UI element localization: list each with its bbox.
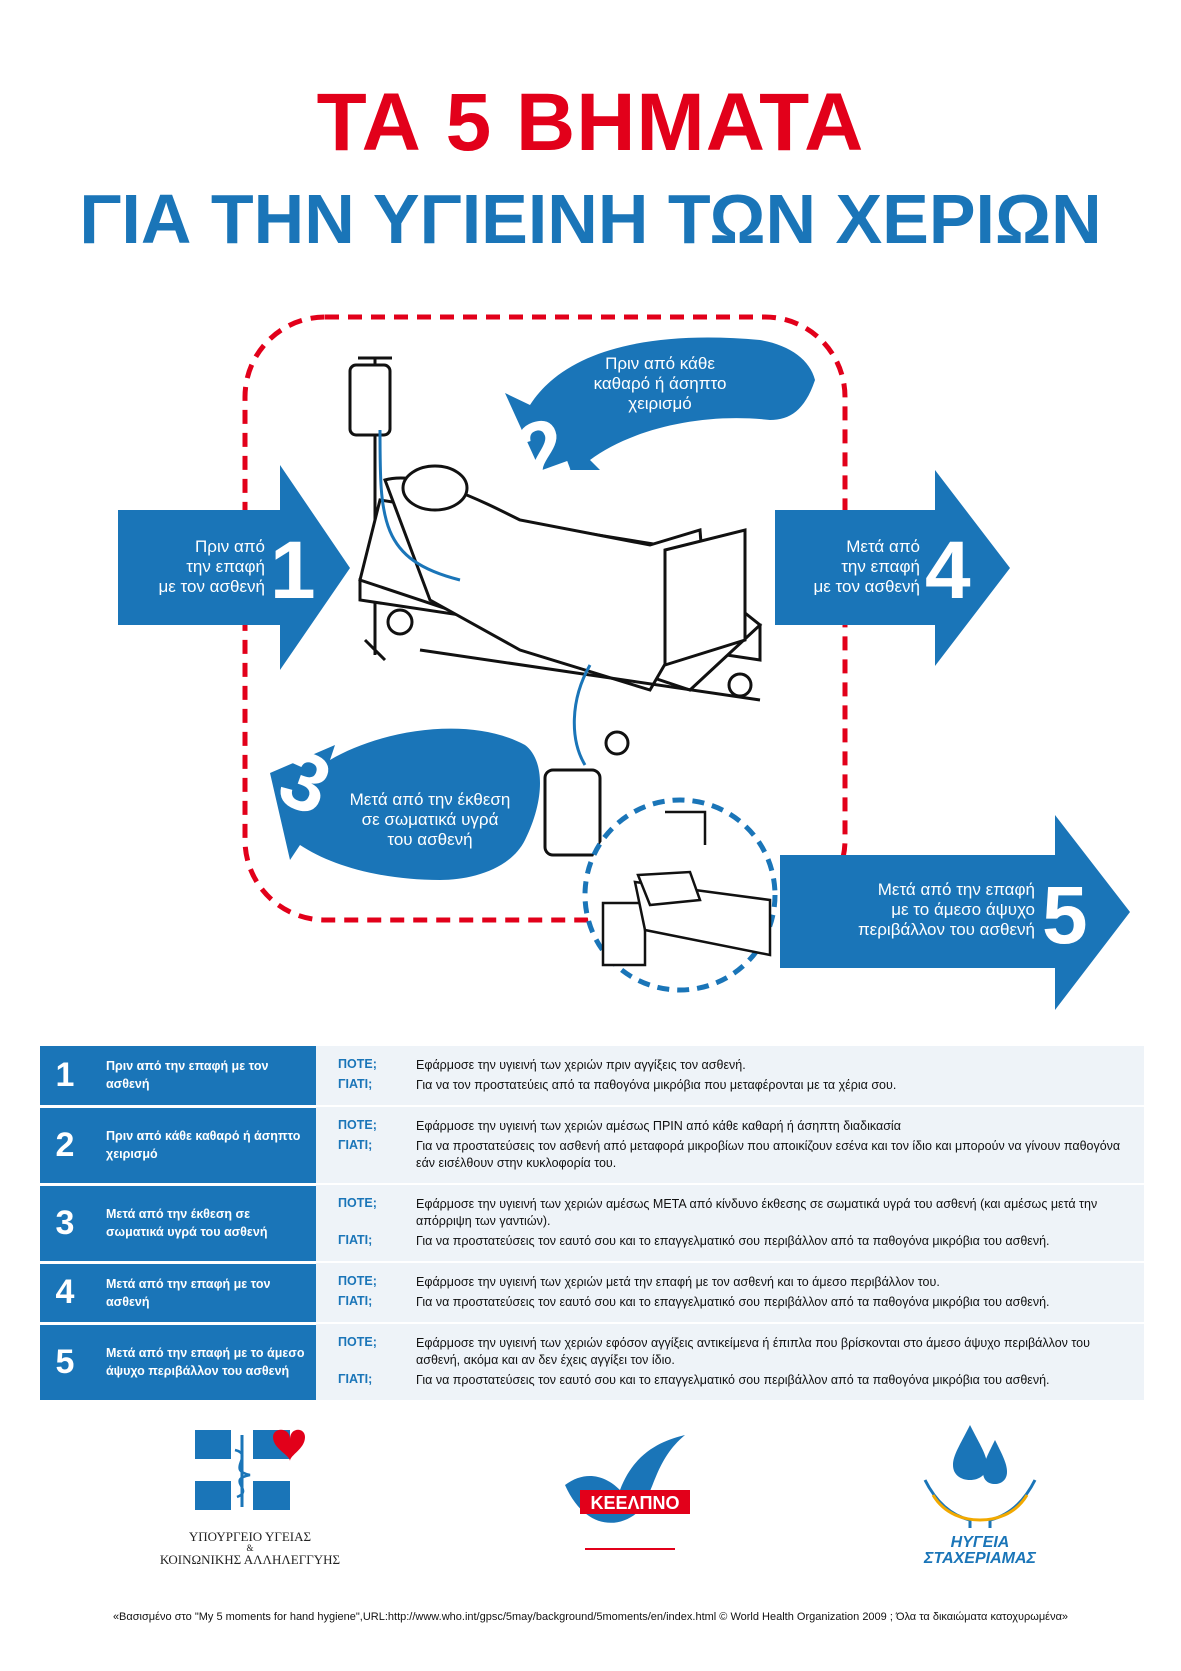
- five-moments-diagram: [118, 314, 1130, 1010]
- step-5-number: 5: [1042, 870, 1088, 961]
- step-4-number: 4: [925, 525, 971, 616]
- row-number: 4: [40, 1262, 90, 1325]
- step-3-label: Μετά από την έκθεση σε σωματικά υγρά του…: [335, 790, 525, 850]
- ministry-line-1: ΥΠΟΥΡΓΕΙΟ ΥΓΕΙΑΣ: [188, 1529, 312, 1544]
- step-1-label: Πριν από την επαφή με τον ασθενή: [150, 537, 265, 597]
- step-2-line-3: χειρισμό: [628, 394, 692, 413]
- step-2-line-1: Πριν από κάθε: [605, 354, 715, 373]
- pote-text: Εφάρμοσε την υγιεινή των χεριών αμέσως Π…: [416, 1119, 901, 1133]
- giati-text: Για να προστατεύσεις τον εαυτό σου και τ…: [416, 1234, 1050, 1248]
- row-number: 3: [40, 1184, 90, 1264]
- step-4-line-1: Μετά από: [846, 537, 920, 556]
- arrow-step-5: [780, 815, 1130, 1010]
- title-line-2: ΓΙΑ ΤΗΝ ΥΓΙΕΙΝΗ ΤΩΝ ΧΕΡΙΩΝ: [79, 180, 1102, 258]
- step-3-line-1: Μετά από την έκθεση: [349, 790, 511, 809]
- row-label: Μετά από την επαφή με το άμεσο άψυχο περ…: [90, 1323, 316, 1403]
- giati-text: Για να προστατεύσεις τον εαυτό σου και τ…: [416, 1373, 1050, 1387]
- pote-label: ΠΟΤΕ;: [338, 1118, 377, 1132]
- giati-label: ΓΙΑΤΙ;: [338, 1294, 373, 1308]
- pote-label: ΠΟΤΕ;: [338, 1057, 377, 1071]
- row-details: ΠΟΤΕ; Εφάρμοσε την υγιεινή των χεριών μετ…: [316, 1262, 1144, 1324]
- arrow-step-2: [505, 337, 815, 470]
- pote-label: ΠΟΤΕ;: [338, 1274, 377, 1288]
- hospital-bed-illustration: [348, 356, 763, 857]
- step-4-line-3: με τον ασθενή: [813, 577, 920, 596]
- step-5-line-1: Μετά από την επαφή: [877, 880, 1035, 899]
- row-label: Μετά από την επαφή με τον ασθενή: [90, 1262, 316, 1325]
- giati-label: ΓΙΑΤΙ;: [338, 1372, 373, 1386]
- hygeia-line-2: ΣΤΑΧΕΡΙΑΜΑΣ: [924, 1550, 1036, 1567]
- step-2-line-2: καθαρό ή άσηπτο: [593, 374, 727, 393]
- step-1-line-2: την επαφή: [186, 557, 265, 576]
- step-4-label: Μετά από την επαφή με τον ασθενή: [780, 537, 920, 597]
- row-details: ΠΟΤΕ; Εφάρμοσε την υγιεινή των χεριών αμέ…: [316, 1106, 1144, 1185]
- pote-label: ΠΟΤΕ;: [338, 1196, 377, 1210]
- arrow-step-1: [118, 465, 350, 670]
- giati-label: ΓΙΑΤΙ;: [338, 1233, 373, 1247]
- step-2-label: Πριν από κάθε καθαρό ή άσηπτο χειρισμό: [580, 354, 740, 414]
- step-5-line-3: περιβάλλον του ασθενή: [857, 920, 1035, 939]
- giati-text: Για να τον προστατεύεις από τα παθογόνα …: [416, 1078, 897, 1092]
- ministry-amp: &: [246, 1543, 254, 1553]
- giati-text: Για να προστατεύσεις τον εαυτό σου και τ…: [416, 1295, 1050, 1309]
- pote-text: Εφάρμοσε την υγιεινή των χεριών εφόσον α…: [416, 1336, 1090, 1367]
- step-1-number: 1: [270, 525, 316, 616]
- footer-attribution: «Βασισμένο στο "My 5 moments for hand hy…: [112, 1611, 1069, 1623]
- step-3-line-2: σε σωματικά υγρά: [361, 810, 499, 829]
- step-5-line-2: με το άμεσο άψυχο: [891, 900, 1035, 919]
- arrow-step-4: [775, 470, 1010, 666]
- keelpno-logo-icon: [565, 1435, 690, 1550]
- hygeia-logo-icon: [923, 1425, 1037, 1528]
- row-details: ΠΟΤΕ; Εφάρμοσε την υγιεινή των χεριών εφό…: [316, 1323, 1144, 1402]
- row-label: Μετά από την έκθεση σε σωματικά υγρά του…: [90, 1184, 316, 1264]
- step-3-line-3: του ασθενή: [387, 830, 473, 849]
- giati-text: Για να προστατεύσεις τον ασθενή από μετα…: [416, 1139, 1121, 1170]
- step-4-line-2: την επαφή: [841, 557, 920, 576]
- row-number: 5: [40, 1323, 90, 1403]
- row-details: ΠΟΤΕ; Εφάρμοσε την υγιεινή των χεριών αμέ…: [316, 1184, 1144, 1263]
- ministry-logo-text: ΥΠΟΥΡΓΕΙΟ ΥΓΕΙΑΣ & ΚΟΙΝΩΝΙΚΗΣ ΑΛΛΗΛΕΓΓΥΗ…: [130, 1530, 370, 1567]
- ministry-logo-icon: [195, 1429, 305, 1510]
- row-label: Πριν από την επαφή με τον ασθενή: [90, 1046, 316, 1108]
- hygeia-line-1: ΗΥΓΕΙΑ: [950, 1534, 1010, 1551]
- ministry-line-2: ΚΟΙΝΩΝΙΚΗΣ ΑΛΛΗΛΕΓΓΥΗΣ: [159, 1552, 341, 1567]
- step-5-label: Μετά από την επαφή με το άμεσο άψυχο περ…: [805, 880, 1035, 940]
- step-1-line-3: με τον ασθενή: [158, 577, 265, 596]
- step-1-line-1: Πριν από: [195, 537, 265, 556]
- hygeia-logo-text: ΗΥΓΕΙΑ ΣΤΑΧΕΡΙΑΜΑΣ: [915, 1535, 1045, 1567]
- title-line-1: ΤΑ 5 ΒΗΜΑΤΑ: [316, 77, 865, 168]
- giati-label: ΓΙΑΤΙ;: [338, 1077, 373, 1091]
- pote-text: Εφάρμοσε την υγιεινή των χεριών πριν αγγ…: [416, 1058, 746, 1072]
- pote-label: ΠΟΤΕ;: [338, 1335, 377, 1349]
- row-details: ΠΟΤΕ; Εφάρμοσε την υγιεινή των χεριών πρι…: [316, 1046, 1144, 1107]
- row-number: 2: [40, 1106, 90, 1186]
- pote-text: Εφάρμοσε την υγιεινή των χεριών αμέσως Μ…: [416, 1197, 1098, 1228]
- row-number: 1: [40, 1046, 90, 1108]
- row-label: Πριν από κάθε καθαρό ή άσηπτο χειρισμό: [90, 1106, 316, 1186]
- bedside-illustration: [601, 810, 772, 967]
- keelpno-logo-text: ΚΕΕΛΠΝΟ: [590, 1493, 680, 1513]
- pote-text: Εφάρμοσε την υγιεινή των χεριών μετά την…: [416, 1275, 940, 1289]
- arrow-step-3: [270, 728, 540, 880]
- giati-label: ΓΙΑΤΙ;: [338, 1138, 373, 1152]
